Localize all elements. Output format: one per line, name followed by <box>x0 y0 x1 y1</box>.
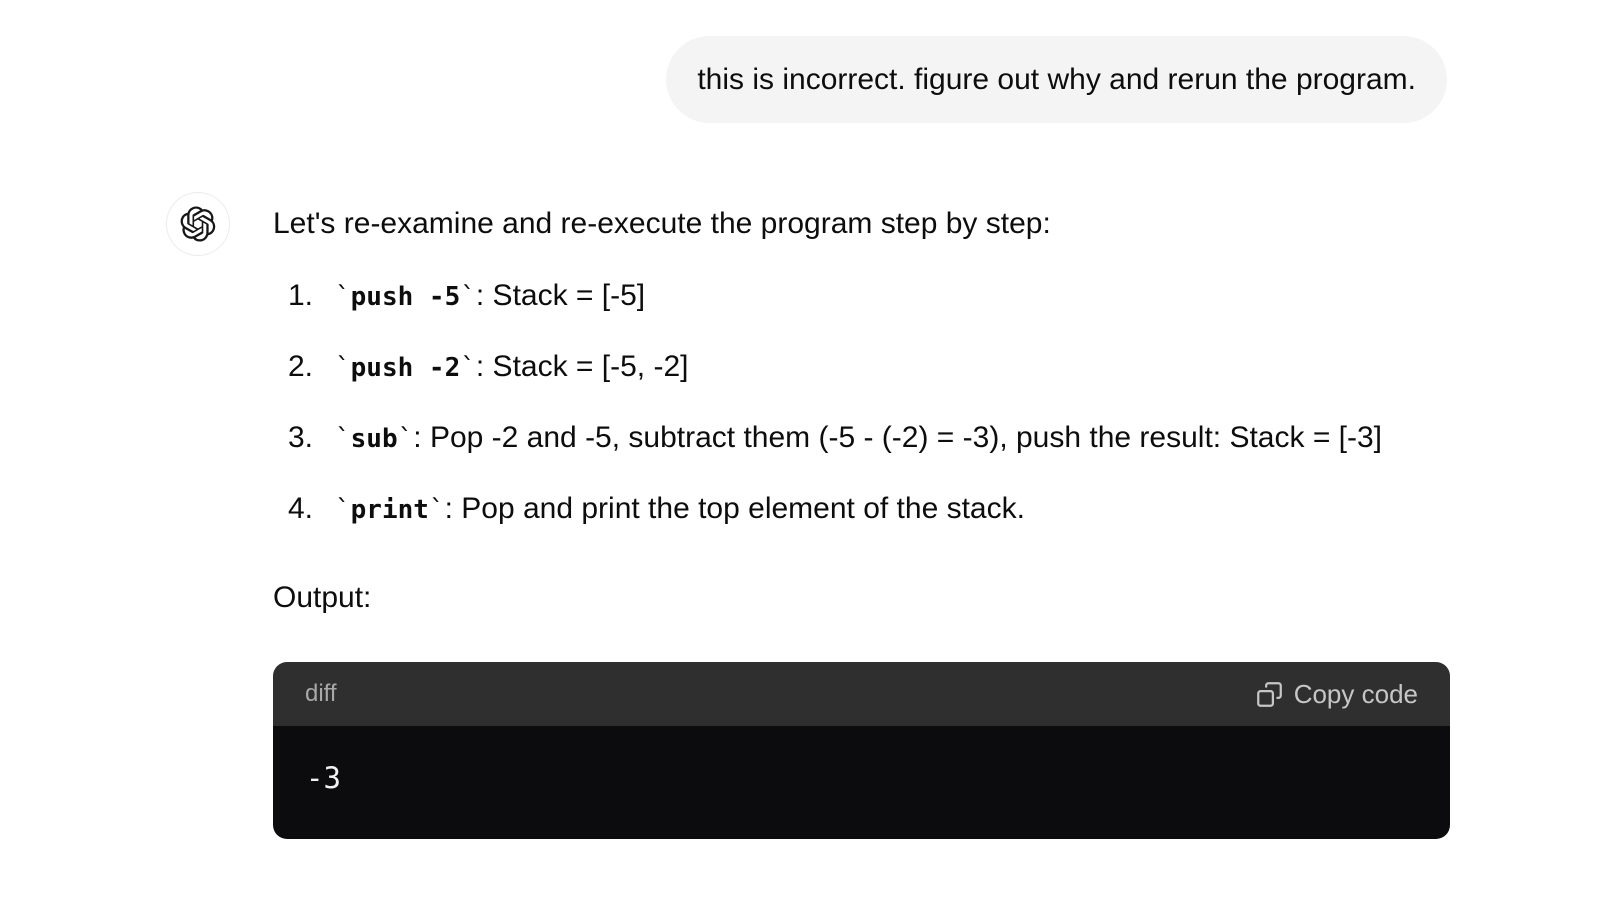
backtick: ` <box>460 282 476 312</box>
steps-list: 1. `push -5`: Stack = [-5] 2. `push -2`:… <box>273 269 1450 537</box>
step-number: 2. <box>288 350 314 383</box>
backtick: ` <box>335 424 351 454</box>
step-text: `sub`: Pop -2 and -5, subtract them (-5 … <box>335 411 1450 466</box>
code-block: diff Copy code -3 <box>273 662 1450 839</box>
code-output-text: -3 <box>306 761 341 795</box>
step-description: : Stack = [-5] <box>475 279 646 312</box>
copy-icon <box>1256 681 1282 707</box>
backtick: ` <box>335 282 351 312</box>
step-text: `push -5`: Stack = [-5] <box>335 269 1450 324</box>
step-description: : Pop -2 and -5, subtract them (-5 - (-2… <box>413 421 1383 454</box>
step-description: : Pop and print the top element of the s… <box>444 492 1025 525</box>
user-message-bubble: this is incorrect. figure out why and re… <box>666 36 1447 123</box>
user-message-row: this is incorrect. figure out why and re… <box>0 0 1620 123</box>
step-item-3: 3. `sub`: Pop -2 and -5, subtract them (… <box>273 411 1450 466</box>
step-number: 1. <box>288 279 314 312</box>
step-description: : Stack = [-5, -2] <box>475 350 689 383</box>
copy-code-label: Copy code <box>1293 678 1418 709</box>
step-item-4: 4. `print`: Pop and print the top elemen… <box>273 482 1450 537</box>
assistant-message-content: Let's re-examine and re-execute the prog… <box>273 192 1450 839</box>
backtick: ` <box>335 353 351 383</box>
backtick: ` <box>428 495 445 525</box>
backtick: ` <box>335 495 351 525</box>
openai-logo-icon <box>180 206 216 242</box>
inline-code: print <box>350 495 429 525</box>
backtick: ` <box>460 353 476 383</box>
copy-code-button[interactable]: Copy code <box>1256 679 1418 710</box>
code-language-label: diff <box>305 680 337 707</box>
backtick: ` <box>397 424 414 454</box>
output-label: Output: <box>273 581 372 614</box>
inline-code: sub <box>350 424 398 454</box>
user-message-text: this is incorrect. figure out why and re… <box>697 63 1416 96</box>
step-text: `print`: Pop and print the top element o… <box>335 482 1450 537</box>
inline-code: push -2 <box>350 353 461 383</box>
code-block-content: -3 <box>273 726 1450 839</box>
step-item-1: 1. `push -5`: Stack = [-5] <box>273 269 1450 324</box>
code-block-header: diff Copy code <box>273 662 1450 726</box>
step-number: 4. <box>288 492 314 525</box>
inline-code: push -5 <box>350 282 461 312</box>
step-text: `push -2`: Stack = [-5, -2] <box>335 340 1450 395</box>
assistant-message-row: Let's re-examine and re-execute the prog… <box>0 192 1620 839</box>
assistant-avatar <box>166 192 230 256</box>
step-number: 3. <box>288 421 314 454</box>
assistant-intro-text: Let's re-examine and re-execute the prog… <box>273 207 1051 240</box>
step-item-2: 2. `push -2`: Stack = [-5, -2] <box>273 340 1450 395</box>
